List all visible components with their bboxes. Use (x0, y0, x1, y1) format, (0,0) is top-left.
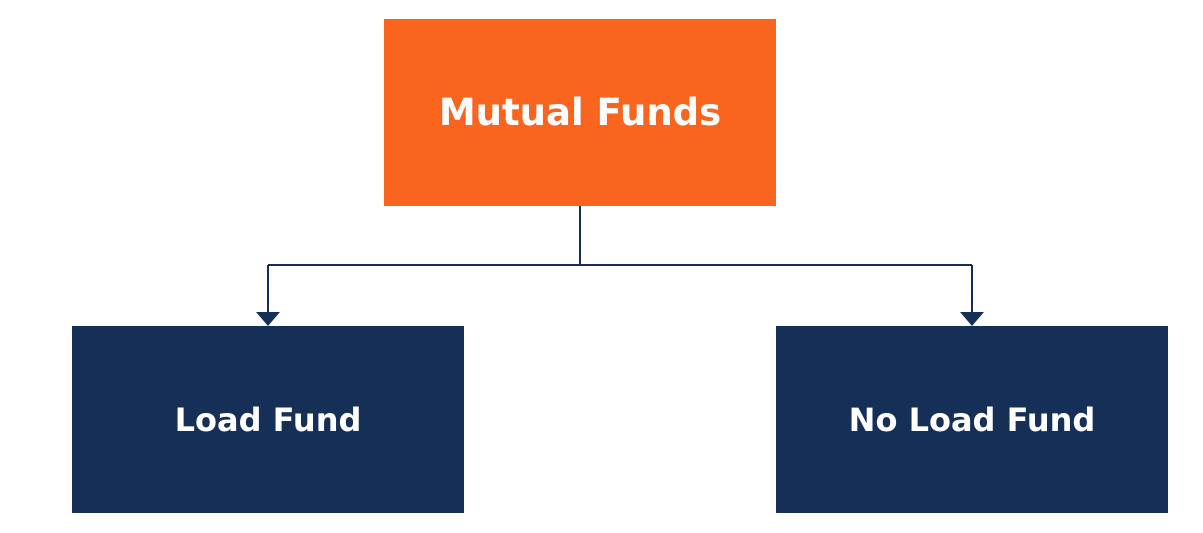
child-node-no-load-fund: No Load Fund (776, 326, 1168, 513)
child-node-label: No Load Fund (848, 400, 1096, 439)
child-node-label: Load Fund (174, 400, 362, 439)
right-arrowhead-icon (960, 312, 984, 326)
root-node-mutual-funds: Mutual Funds (384, 19, 776, 206)
root-node-label: Mutual Funds (438, 91, 722, 134)
left-arrowhead-icon (256, 312, 280, 326)
child-node-load-fund: Load Fund (72, 326, 464, 513)
